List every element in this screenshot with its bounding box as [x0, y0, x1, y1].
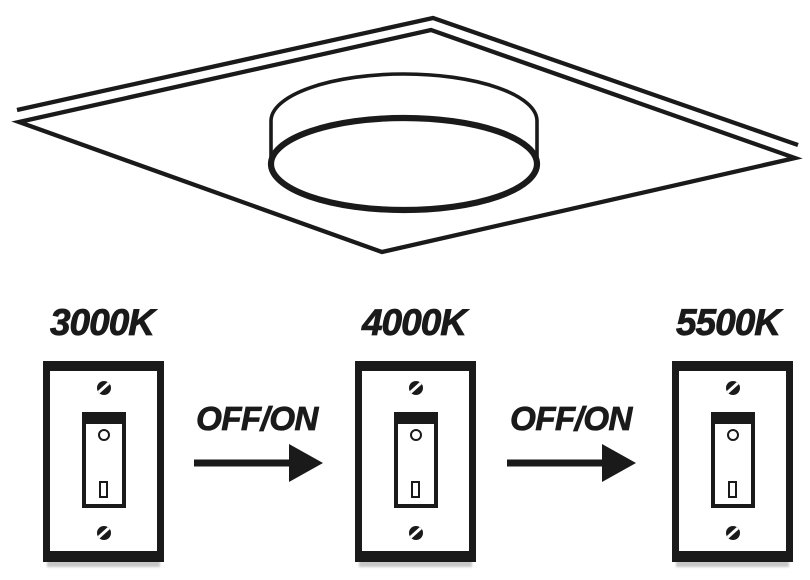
color-temp-label-4000k: 4000K — [361, 302, 468, 343]
light-switch-plate-2 — [355, 361, 476, 562]
off-on-label-1: OFF/ON — [196, 400, 319, 438]
screw-icon — [96, 526, 111, 540]
light-switch-plate-1 — [43, 361, 164, 562]
light-switch-plate-3 — [672, 361, 793, 562]
toggle-switch — [81, 412, 126, 508]
toggle-switch-paddle — [714, 424, 751, 504]
toggle-switch-paddle — [85, 424, 122, 504]
toggle-circle-detail — [97, 429, 110, 441]
off-on-label-2: OFF/ON — [510, 400, 633, 438]
ceiling-panel-top-edge — [16, 15, 799, 148]
toggle-circle-detail — [409, 429, 422, 441]
color-temp-label-5500k: 5500K — [675, 302, 782, 343]
ceiling-panel — [11, 27, 803, 255]
ceiling-light-illustration — [11, 15, 803, 255]
screw-icon — [96, 381, 111, 395]
toggle-slot-detail — [99, 481, 108, 498]
toggle-switch-paddle — [397, 424, 434, 504]
arrow-right-icon — [194, 444, 323, 482]
color-temp-label-3000k: 3000K — [49, 302, 156, 343]
screw-icon — [725, 526, 740, 540]
toggle-slot-detail — [411, 481, 420, 498]
screw-icon — [725, 381, 740, 395]
arrow-right-icon — [507, 444, 636, 482]
drum-light-top-rim — [269, 72, 539, 122]
screw-icon — [408, 526, 423, 540]
toggle-switch — [710, 412, 755, 508]
drum-light-bottom-rim — [267, 114, 541, 214]
toggle-circle-detail — [726, 429, 739, 441]
toggle-switch — [393, 412, 438, 508]
toggle-slot-detail — [728, 481, 737, 498]
screw-icon — [408, 381, 423, 395]
